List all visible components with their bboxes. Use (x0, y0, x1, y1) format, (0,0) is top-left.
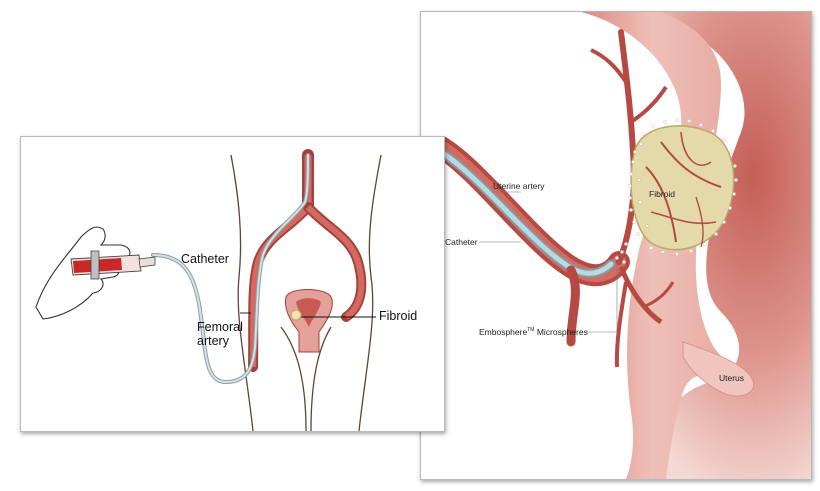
label-uterine-artery: Uterine artery (493, 181, 545, 191)
uterus-fold (682, 341, 754, 397)
label-femoral-artery-line1: Femoral (197, 320, 243, 334)
label-fibroid: Fibroid (379, 309, 418, 323)
overview-illustration (35, 149, 382, 431)
body-outline-right (358, 154, 382, 431)
microspheres-dots (615, 118, 738, 264)
fibroid-small (290, 309, 302, 321)
syringe-plunger-grip (90, 250, 100, 280)
artery-ascending-branch (616, 29, 637, 265)
uterus-body (581, 12, 811, 479)
label-catheter-closeup: Catheter (445, 237, 478, 247)
artery-lower-branch (566, 265, 580, 347)
label-catheter: Catheter (181, 252, 229, 266)
label-uterus: Uterus (719, 373, 745, 383)
pelvis-inner-right (310, 326, 332, 431)
label-trademark: TM (527, 327, 535, 334)
fibroid-mass (630, 125, 735, 251)
overview-panel: Catheter Femoral artery Fibroid (20, 136, 445, 432)
label-femoral-artery-line2: artery (197, 334, 229, 348)
closeup-illustration (430, 12, 811, 479)
label-microspheres-word: Microspheres (536, 327, 588, 337)
catheter-line (151, 153, 310, 385)
label-microspheres: EmbosphereTM Microspheres (479, 327, 588, 337)
label-fibroid-closeup: Fibroid (649, 189, 675, 199)
body-outline-left (230, 154, 254, 431)
microspheres-leader (586, 264, 618, 333)
syringe-tip (138, 256, 156, 268)
closeup-panel: Uterine artery Catheter Fibroid Embosphe… (420, 11, 812, 480)
label-microspheres-brand: Embosphere (479, 327, 528, 337)
pelvis-inner-left (280, 326, 307, 431)
